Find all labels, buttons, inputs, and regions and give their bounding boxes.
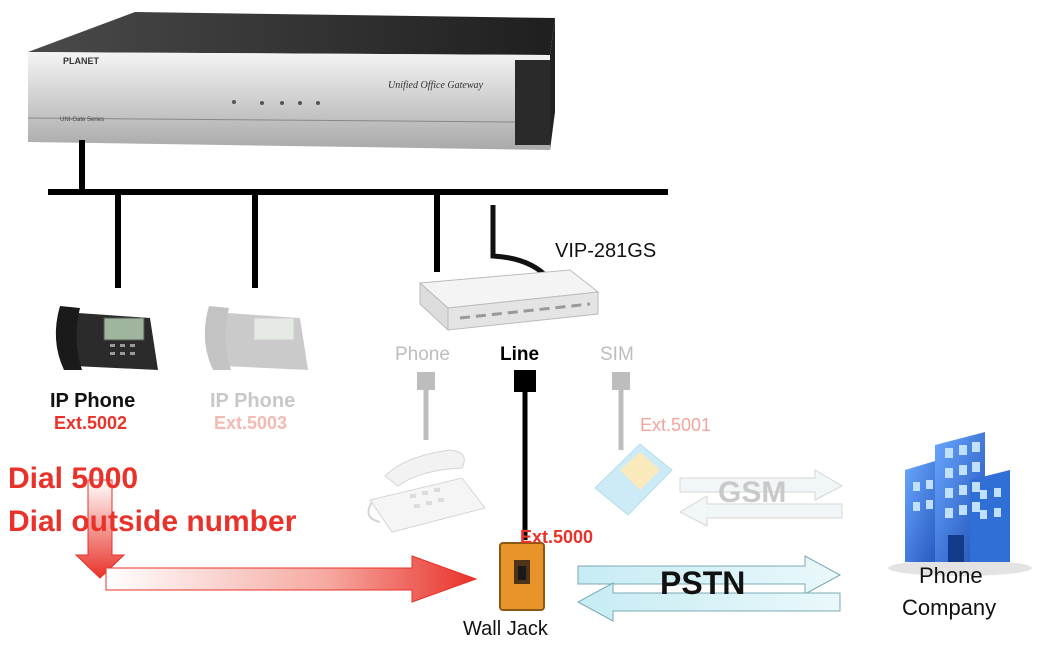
analog-phone-icon [367,449,486,533]
step-dial-5000: Dial 5000 [8,462,139,495]
sim-port-connector [612,372,630,450]
phone-company-building-icon [888,432,1032,576]
wall-jack-label: Wall Jack [463,618,548,640]
pstn-label: PSTN [660,565,746,601]
ip-phone-5003-ext: Ext.5003 [214,413,288,433]
phone-company-line1: Phone [919,563,983,588]
vip-281gs-gateway [418,205,600,332]
wall-jack-ext: Ext.5000 [520,527,594,547]
sim-port-label: SIM [600,344,634,365]
ip-phone-5002 [55,306,158,370]
phone-port-connector [417,372,435,440]
phone-company-line2: Company [902,595,997,620]
sim-ext-label: Ext.5001 [640,415,712,435]
ip-phone-5002-ext: Ext.5002 [54,413,128,433]
device-brand-label: PLANET [63,56,99,66]
wall-jack-icon [499,542,545,611]
lan-bus [48,140,668,288]
step-dial-outside: Dial outside number [8,505,297,538]
ip-phone-5003-label: IP Phone [210,390,296,412]
sim-card-icon [594,443,673,516]
gsm-link-arrows [678,469,844,527]
gsm-label: GSM [718,476,787,509]
ip-phone-5002-label: IP Phone [50,390,136,412]
dial-arrows [74,479,478,603]
device-model-label: Unified Office Gateway [388,80,483,91]
pstn-link-arrows [576,555,842,622]
line-port-connector [514,370,536,540]
office-gateway-device [27,12,555,150]
phone-port-label: Phone [395,344,450,365]
line-port-label: Line [500,344,540,365]
gateway-name-label: VIP-281GS [555,240,657,262]
device-sub-label: UNI-Gate Series [60,117,105,123]
ip-phone-5003 [204,306,308,370]
